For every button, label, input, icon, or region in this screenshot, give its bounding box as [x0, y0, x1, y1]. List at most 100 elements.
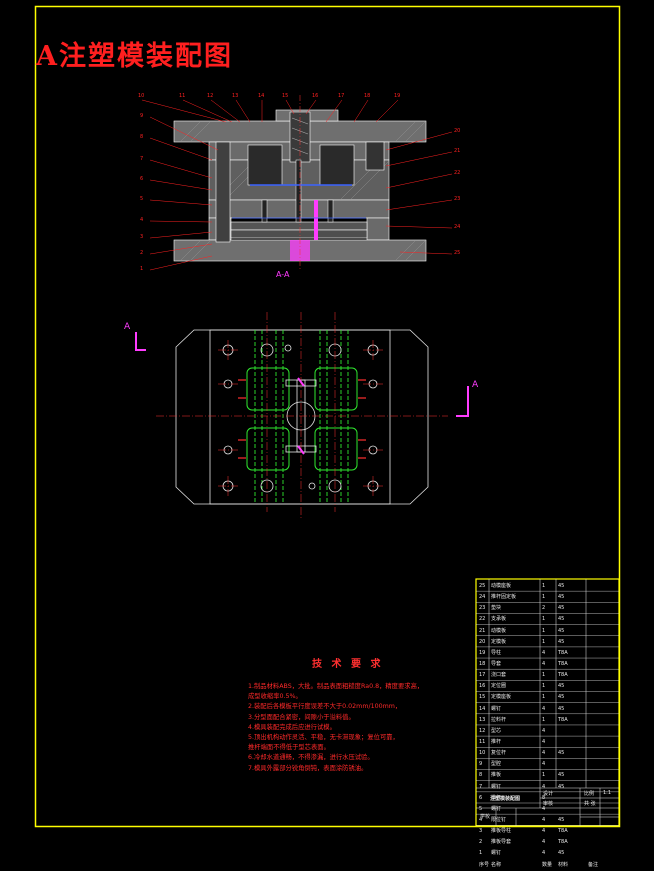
- callout-top-13: 13: [232, 93, 239, 99]
- bom-cell: 8: [479, 772, 483, 779]
- tech-requirement-item: 6.冷却水道通畅，不得渗漏，进行水压试验。: [248, 754, 374, 762]
- bom-cell: 9: [479, 761, 483, 768]
- tech-requirement-item: 5.顶出机构动作灵活、平稳，无卡滞现象；复位可靠，: [248, 734, 399, 742]
- bom-cell: 19: [479, 649, 486, 656]
- cavity-2: [314, 367, 358, 411]
- callout-right-21: 21: [454, 148, 461, 154]
- bom-cell: 导柱: [491, 649, 502, 656]
- bom-cell: T8A: [558, 716, 568, 723]
- bom-cell: 45: [558, 638, 565, 645]
- bom-cell: 型腔: [491, 761, 502, 768]
- mould-plate-outline: [209, 329, 391, 505]
- section-mark-right: [456, 386, 469, 417]
- bom-cell: 45: [558, 816, 565, 823]
- title-block-drawing-name: 注塑模装配图: [490, 796, 521, 802]
- callout-left-6: 6: [140, 176, 144, 182]
- title-block-school: 学校: [480, 814, 491, 820]
- bom-cell: 45: [558, 594, 565, 601]
- guide-bushing-left: [215, 141, 231, 243]
- drawing-canvas: [34, 5, 621, 828]
- callout-top-18: 18: [364, 93, 371, 99]
- bom-cell: 4: [542, 660, 546, 667]
- cavity-1: [246, 367, 290, 411]
- bom-row: 19 导柱 4 T8A: [478, 648, 618, 659]
- bom-cell: 45: [558, 694, 565, 701]
- spacer-block-right: [366, 217, 390, 241]
- ejector-pin-2: [295, 159, 302, 223]
- bom-cell: T8A: [558, 660, 568, 667]
- bom-cell: 1: [542, 772, 546, 779]
- bom-cell: 18: [479, 660, 486, 667]
- bom-cell: 8: [542, 794, 546, 801]
- bom-row: 18 导套 4 T8A: [478, 659, 618, 670]
- bom-cell: 名称: [491, 861, 502, 868]
- bom-cell: 10: [479, 750, 486, 757]
- clamp-plate-outline: [175, 329, 429, 505]
- bom-cell: 动模座板: [491, 583, 512, 589]
- bom-cell: 45: [558, 683, 565, 690]
- bom-cell: 导套: [491, 660, 502, 667]
- bom-cell: 定模座板: [491, 694, 512, 701]
- callout-left-8: 8: [140, 134, 144, 140]
- bom-cell: 浇口套: [491, 672, 507, 679]
- bom-cell: 16: [479, 683, 486, 690]
- title-block-scale-label: 比例: [584, 791, 595, 797]
- bom-cell: T8A: [558, 649, 568, 656]
- bom-cell: 45: [558, 850, 565, 857]
- tech-requirement-item: 1.制品材料ABS，大批。制品表面粗糙度Ra0.8，精度要求高，: [248, 683, 424, 690]
- bom-cell: 4: [542, 805, 546, 812]
- bom-cell: 22: [479, 616, 486, 623]
- bom-cell: 1: [542, 627, 546, 634]
- tech-requirement-item: 推杆端面不得低于型芯表面。: [248, 744, 330, 752]
- bom-cell: 17: [479, 672, 486, 679]
- bom-cell: 7: [479, 783, 483, 790]
- callout-top-17: 17: [338, 93, 345, 99]
- callout-right-20: 20: [454, 128, 461, 134]
- bom-cell: 4: [479, 816, 483, 823]
- callout-left-3: 3: [140, 234, 144, 240]
- drawing-title: A注塑模装配图: [36, 41, 233, 72]
- bom-cell: 3: [479, 828, 483, 835]
- section-mark-left: [135, 332, 146, 351]
- callout-left-4: 4: [140, 217, 144, 223]
- callout-left-9: 9: [140, 113, 144, 119]
- bom-cell: 45: [558, 750, 565, 757]
- ejector-plate: [230, 229, 368, 239]
- bom-cell: 推板导套: [491, 839, 512, 846]
- bom-cell: 4: [542, 649, 546, 656]
- tech-requirement-item: 4.模具装配完成后应进行试模。: [248, 723, 336, 731]
- tech-requirement-item: 2.装配后各模板平行度误差不大于0.02mm/100mm，: [248, 703, 402, 711]
- bom-cell: 21: [479, 627, 486, 634]
- guide-bushing-right: [365, 141, 385, 171]
- bom-cell: 45: [558, 627, 565, 634]
- bom-cell: 推板导柱: [491, 828, 512, 835]
- tech-requirements-heading: 技 术 要 求: [312, 659, 384, 670]
- tech-requirement-item: 7.模具外露部分锐角倒钝，表面涂防锈油。: [248, 764, 368, 772]
- bom-cell: 6: [479, 794, 483, 801]
- bom-cell: 型芯: [491, 727, 502, 734]
- title-block-designer: 设计: [543, 791, 554, 797]
- bom-cell: 13: [479, 716, 486, 723]
- bom-cell: 材料: [558, 861, 569, 868]
- callout-top-10: 10: [138, 93, 145, 99]
- bom-cell: 螺钉: [491, 850, 502, 857]
- section-label: A-A: [276, 270, 290, 279]
- bom-cell: 15: [479, 694, 486, 701]
- section-marker-left: A: [124, 322, 131, 332]
- bom-cell: 11: [479, 738, 486, 745]
- bom-cell: 复位杆: [491, 750, 507, 757]
- bom-cell: 备注: [588, 861, 599, 868]
- bom-cell: 1: [542, 672, 546, 679]
